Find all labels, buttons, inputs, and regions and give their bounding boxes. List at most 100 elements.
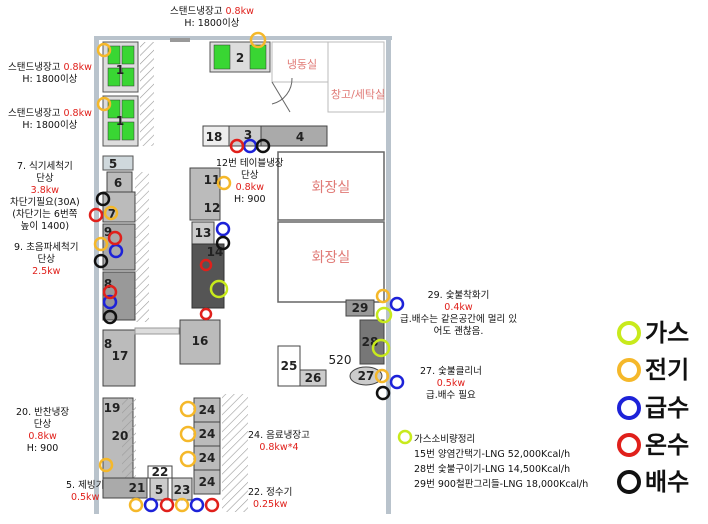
legend-water-label: 급수 bbox=[645, 394, 690, 422]
water-marker bbox=[102, 294, 118, 310]
hot-water-marker bbox=[199, 258, 213, 272]
wall-left bbox=[94, 36, 99, 514]
label-restroom-1: 화장실 bbox=[312, 180, 351, 196]
electric-marker bbox=[179, 425, 197, 443]
gas-marker bbox=[371, 338, 391, 358]
legend-electric-label: 전기 bbox=[645, 356, 690, 384]
label-unit-22: 22 bbox=[152, 465, 169, 479]
drain-marker bbox=[375, 385, 391, 401]
electric-marker bbox=[98, 457, 114, 473]
label-storage: 창고/세탁실 bbox=[331, 88, 385, 101]
wall-top bbox=[94, 36, 392, 40]
label-unit-6: 6 bbox=[114, 176, 122, 190]
gas-summary-title: 가스소비량정리 bbox=[414, 434, 476, 445]
legend-electric-swatch bbox=[617, 358, 641, 382]
label-unit-13: 13 bbox=[195, 226, 212, 240]
label-unit-17: 17 bbox=[112, 349, 129, 363]
label-unit-18: 18 bbox=[206, 130, 223, 144]
label-unit-8a: 8 bbox=[104, 277, 112, 291]
hot-water-marker bbox=[229, 138, 245, 154]
wall-right bbox=[386, 36, 391, 514]
label-unit-20: 20 bbox=[112, 429, 129, 443]
note-drink-fridge: 24. 음료냉장고 0.8kw*4 bbox=[248, 430, 310, 453]
hot-water-marker bbox=[159, 497, 175, 513]
label-unit-19: 19 bbox=[104, 401, 121, 415]
gas-summary-line: 28번 숯불구이기-LNG 14,500Kcal/h bbox=[414, 464, 571, 475]
electric-marker bbox=[249, 31, 267, 49]
water-marker bbox=[389, 296, 405, 312]
electric-marker bbox=[96, 42, 112, 58]
note-left-fridge-1: 스탠드냉장고 0.8kw H: 1800이상 bbox=[8, 62, 92, 85]
legend-hot-water-label: 온수 bbox=[645, 431, 690, 459]
unit-11 bbox=[189, 167, 221, 221]
unit-25 bbox=[277, 345, 301, 387]
electric-marker bbox=[93, 236, 109, 252]
hot-water-marker bbox=[107, 230, 123, 246]
legend-gas-swatch bbox=[617, 321, 641, 345]
label-unit-5-top: 5 bbox=[109, 157, 117, 171]
label-unit-26: 26 bbox=[305, 371, 322, 385]
label-unit-24d: 24 bbox=[199, 475, 216, 489]
drain-marker bbox=[102, 309, 118, 325]
electric-marker bbox=[375, 288, 391, 304]
legend-hot-water-swatch bbox=[617, 433, 641, 457]
legend-hot-water: 온수 bbox=[617, 431, 689, 459]
label-unit-12: 12 bbox=[204, 201, 221, 215]
electric-marker bbox=[179, 400, 197, 418]
hot-water-marker bbox=[102, 284, 118, 300]
unit-29 bbox=[345, 299, 375, 317]
unit-21 bbox=[102, 477, 148, 499]
label-unit-11: 11 bbox=[204, 173, 221, 187]
label-unit-8b: 8 bbox=[104, 337, 112, 351]
unit-24c bbox=[193, 445, 221, 471]
water-marker bbox=[389, 374, 405, 390]
label-unit-4: 4 bbox=[296, 130, 304, 144]
gas-summary-line: 15번 양염간택기-LNG 52,000Kcal/h bbox=[414, 449, 571, 460]
label-unit-1b: 1 bbox=[116, 114, 124, 128]
note-side-fridge: 20. 반찬냉장 단상 0.8kw H: 900 bbox=[16, 407, 70, 454]
label-freezer: 냉동실 bbox=[287, 58, 317, 71]
water-marker bbox=[143, 497, 159, 513]
label-unit-24c: 24 bbox=[199, 451, 216, 465]
note-left-fridge-2: 스탠드냉장고 0.8kw H: 1800이상 bbox=[8, 108, 92, 131]
unit-26 bbox=[299, 369, 327, 387]
note-dishwasher: 7. 식기세척기 단상 3.8kw 차단기필요(30A) (차단기는 6번쪽 높… bbox=[10, 161, 80, 232]
label-unit-24a: 24 bbox=[199, 403, 216, 417]
electric-marker bbox=[174, 497, 190, 513]
label-restroom-2: 화장실 bbox=[312, 250, 351, 266]
electric-marker bbox=[179, 450, 197, 468]
note-purifier: 22. 정수기 0.25kw bbox=[248, 487, 293, 510]
water-marker bbox=[189, 497, 205, 513]
label-unit-1a: 1 bbox=[116, 63, 124, 77]
electric-marker bbox=[128, 497, 144, 513]
unit-5-top bbox=[102, 155, 134, 171]
label-unit-21: 21 bbox=[129, 481, 146, 495]
gas-summary: 가스소비량정리 15번 양염간택기-LNG 52,000Kcal/h 28번 숯… bbox=[414, 432, 588, 492]
electric-marker bbox=[397, 429, 413, 445]
note-table-fridge: 12번 테이블냉장 단상 0.8kw H: 900 bbox=[216, 158, 284, 205]
drain-marker bbox=[255, 138, 271, 154]
note-charcoal-starter: 29. 숯불착화기 0.4kw 급.배수는 같은공간에 멀리 있 어도 괜찮음. bbox=[400, 290, 517, 337]
legend-drain-swatch bbox=[617, 470, 641, 494]
label-unit-14: 14 bbox=[207, 245, 224, 259]
legend-drain: 배수 bbox=[617, 468, 689, 496]
legend-drain-label: 배수 bbox=[645, 468, 690, 496]
note-charcoal-cleaner: 27. 숯불클리너 0.5kw 급.배수 필요 bbox=[420, 366, 482, 401]
storage-room bbox=[327, 41, 385, 113]
water-marker bbox=[215, 221, 231, 237]
label-unit-3: 3 bbox=[244, 128, 252, 142]
unit-24d bbox=[193, 469, 221, 495]
unit-16 bbox=[179, 319, 221, 365]
legend-gas-label: 가스 bbox=[645, 319, 690, 347]
unit-8-17 bbox=[102, 329, 136, 387]
hot-water-marker bbox=[199, 307, 213, 321]
gas-summary-line: 29번 900철판그리들-LNG 18,000Kcal/h bbox=[414, 479, 589, 490]
label-unit-5-bottom: 5 bbox=[155, 483, 163, 497]
electric-marker bbox=[96, 96, 112, 112]
legend-electric: 전기 bbox=[617, 356, 689, 384]
label-unit-23: 23 bbox=[174, 483, 191, 497]
unit-4 bbox=[260, 125, 328, 147]
hot-water-marker bbox=[204, 497, 220, 513]
label-unit-24b: 24 bbox=[199, 427, 216, 441]
